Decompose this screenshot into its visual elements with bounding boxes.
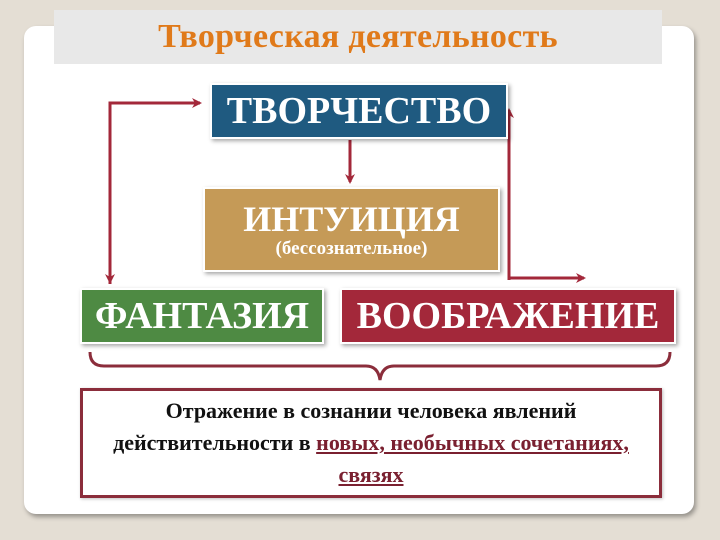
box-imagination: ВООБРАЖЕНИЕ bbox=[340, 288, 676, 344]
title-band: Творческая деятельность bbox=[54, 10, 662, 64]
box-fantasy-label: ФАНТАЗИЯ bbox=[94, 295, 310, 337]
box-fantasy: ФАНТАЗИЯ bbox=[80, 288, 324, 344]
box-creativity: ТВОРЧЕСТВО bbox=[210, 83, 508, 139]
box-intuition-sublabel: (бессознательное) bbox=[275, 237, 428, 259]
slide-title: Творческая деятельность bbox=[158, 18, 558, 55]
definition-plain: Отражение в сознании человека явлений де… bbox=[113, 398, 577, 455]
definition-box: Отражение в сознании человека явлений де… bbox=[80, 388, 662, 498]
definition-highlight: новых, необычных сочетаниях, связях bbox=[316, 430, 629, 487]
box-intuition-label: ИНТУИЦИЯ bbox=[243, 198, 460, 239]
box-intuition: ИНТУИЦИЯ (бессознательное) bbox=[203, 187, 500, 272]
box-creativity-label: ТВОРЧЕСТВО bbox=[226, 90, 492, 132]
box-imagination-label: ВООБРАЖЕНИЕ bbox=[356, 295, 660, 337]
definition-text: Отражение в сознании человека явлений де… bbox=[83, 395, 659, 491]
